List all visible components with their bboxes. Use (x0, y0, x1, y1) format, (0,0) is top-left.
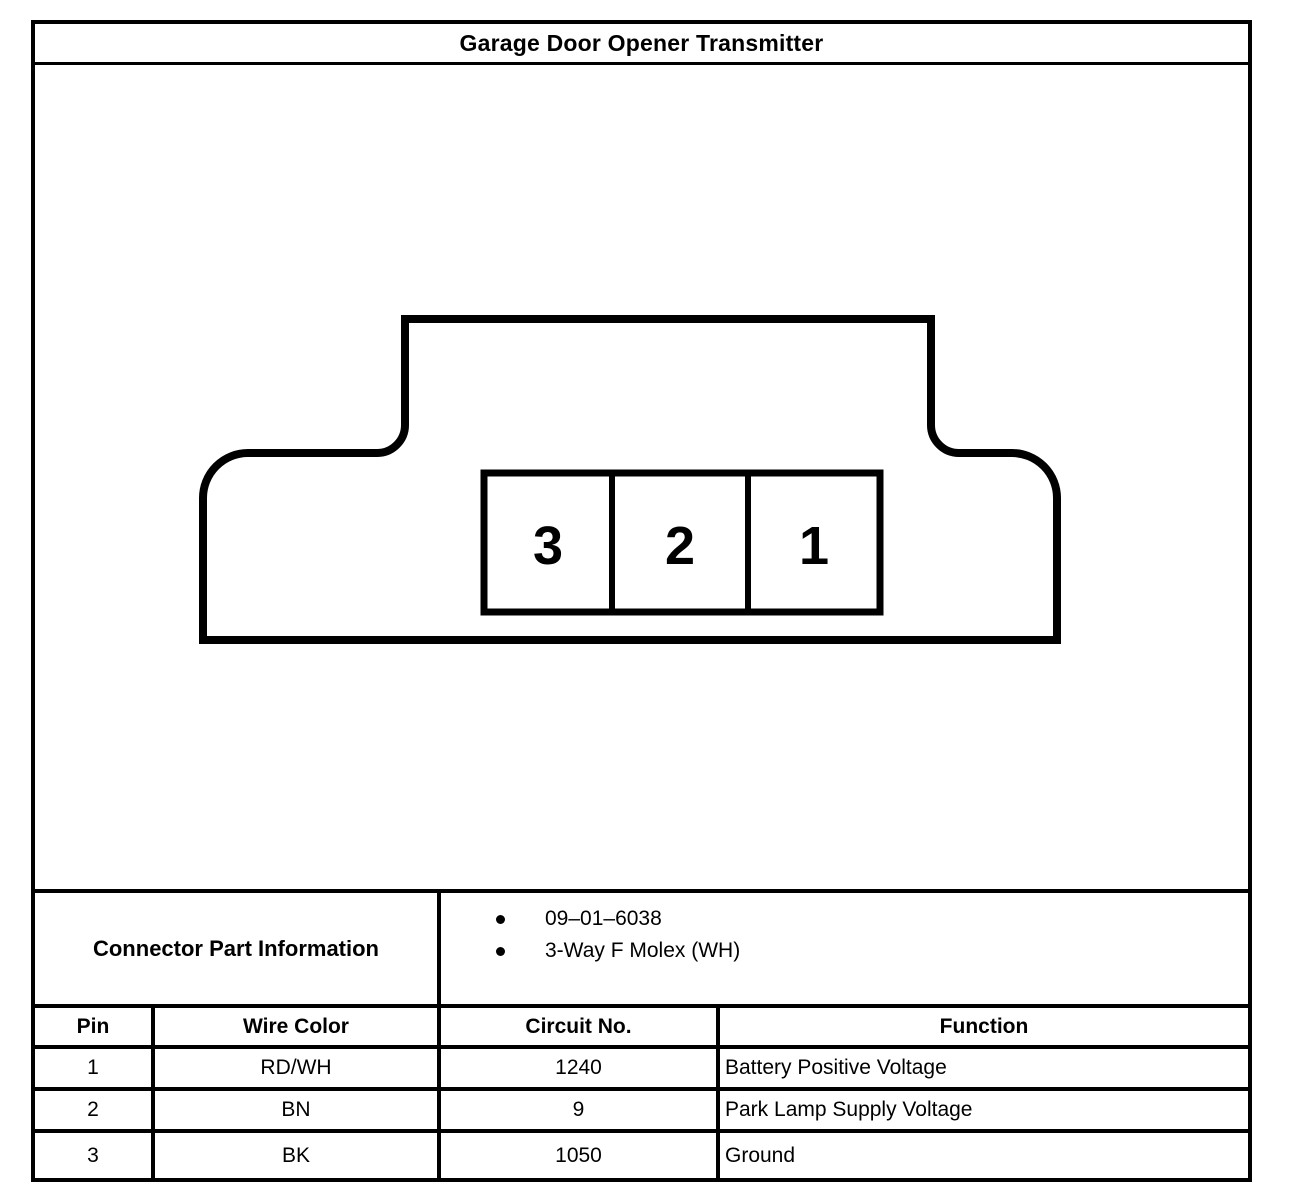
pin-cavity-1-label: 1 (799, 516, 829, 576)
part-number-text: 09–01–6038 (545, 907, 662, 930)
connector-type-text: 3-Way F Molex (WH) (545, 939, 741, 962)
connector-info-table: Connector Part Information 09–01–6038 3-… (35, 893, 1248, 1178)
row3-pin: 3 (35, 1129, 151, 1178)
bullet-icon (496, 914, 505, 924)
part-number-item: 09–01–6038 (496, 903, 1248, 935)
header-pin: Pin (35, 1004, 151, 1045)
row2-pin: 2 (35, 1087, 151, 1129)
row1-circuit-no: 1240 (437, 1045, 716, 1087)
pin-cavity-3-label: 3 (533, 516, 563, 576)
part-information-values: 09–01–6038 3-Way F Molex (WH) (437, 893, 1248, 1004)
row3-circuit-no: 1050 (437, 1129, 716, 1178)
page-title: Garage Door Opener Transmitter (35, 24, 1248, 65)
bullet-icon (496, 946, 505, 956)
header-wire-color: Wire Color (151, 1004, 437, 1045)
row1-pin: 1 (35, 1045, 151, 1087)
row1-wire-color: RD/WH (151, 1045, 437, 1087)
row3-function: Ground (716, 1129, 1248, 1178)
header-circuit-no: Circuit No. (437, 1004, 716, 1045)
row2-wire-color: BN (151, 1087, 437, 1129)
figure-frame: Garage Door Opener Transmitter 3 2 1 Con… (31, 20, 1252, 1182)
connector-outline (199, 315, 1061, 644)
connector-diagram-area: 3 2 1 (35, 65, 1248, 893)
part-information-label: Connector Part Information (92, 935, 379, 961)
header-function: Function (716, 1004, 1248, 1045)
row2-circuit-no: 9 (437, 1087, 716, 1129)
connector-diagram: 3 2 1 (199, 315, 1061, 644)
connector-type-item: 3-Way F Molex (WH) (496, 935, 1248, 967)
row1-function: Battery Positive Voltage (716, 1045, 1248, 1087)
row3-wire-color: BK (151, 1129, 437, 1178)
pin-cavity-2-label: 2 (665, 516, 695, 576)
pin-block (480, 469, 884, 616)
row2-function: Park Lamp Supply Voltage (716, 1087, 1248, 1129)
